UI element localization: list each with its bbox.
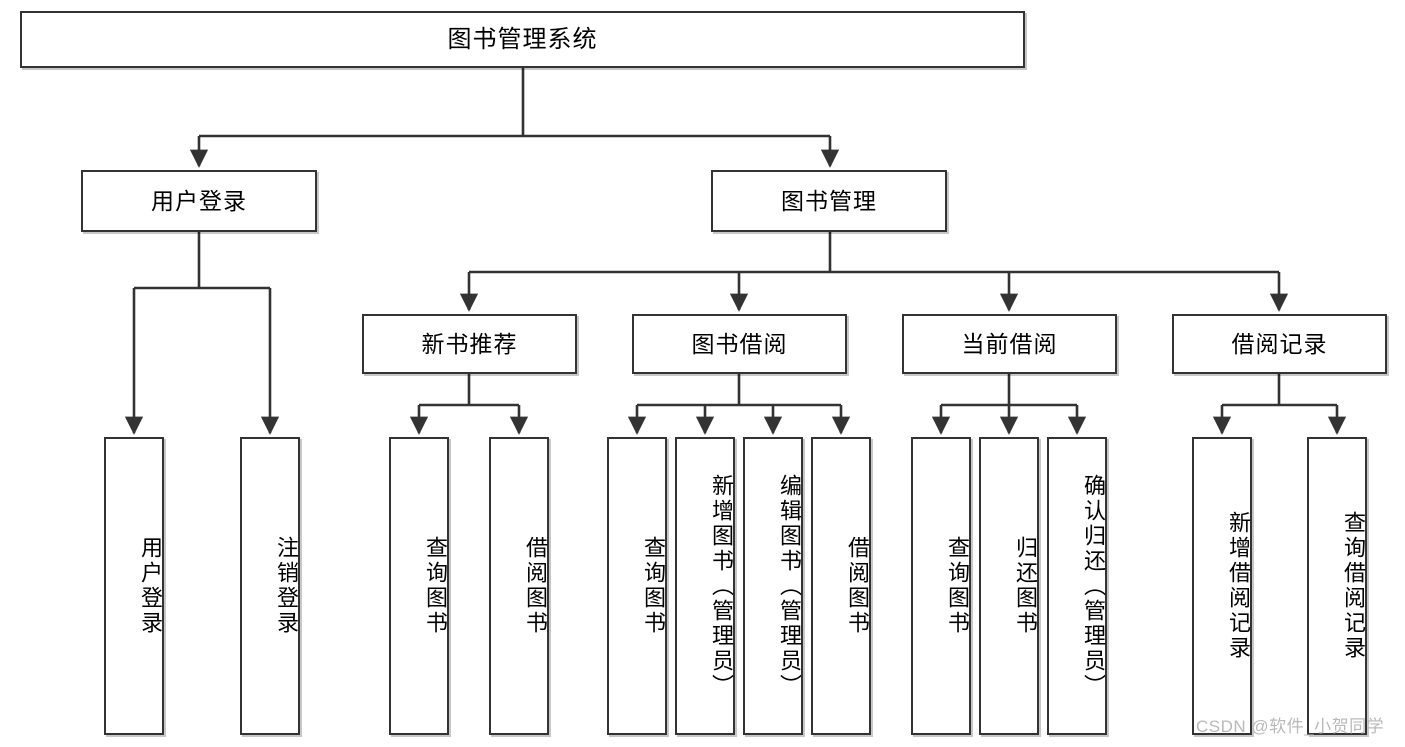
leaf-label: 归还图书 xyxy=(1013,536,1038,636)
node-book-management[interactable]: 图书管理 xyxy=(711,170,947,232)
leaf-current-borrow-query-book[interactable]: 查询图书 xyxy=(911,437,971,735)
leaf-label: 新增借阅记录 xyxy=(1226,511,1251,661)
leaf-label: 注销登录 xyxy=(274,536,299,636)
leaf-label: 确认归还（管理员） xyxy=(1081,473,1106,699)
leaf-new-book-borrow-book[interactable]: 借阅图书 xyxy=(489,437,549,735)
leaf-current-borrow-confirm-return-admin[interactable]: 确认归还（管理员） xyxy=(1047,437,1107,735)
node-root-book-management-system[interactable]: 图书管理系统 xyxy=(20,11,1025,68)
leaf-label: 编辑图书（管理员） xyxy=(777,473,802,699)
node-new-book-recommend[interactable]: 新书推荐 xyxy=(362,314,577,374)
node-book-borrow[interactable]: 图书借阅 xyxy=(632,314,847,374)
leaf-user-login-login[interactable]: 用户登录 xyxy=(104,437,164,735)
node-borrow-record[interactable]: 借阅记录 xyxy=(1172,314,1387,374)
leaf-borrow-record-query-record[interactable]: 查询借阅记录 xyxy=(1307,437,1367,735)
node-current-borrow[interactable]: 当前借阅 xyxy=(902,314,1117,374)
leaf-user-login-logout[interactable]: 注销登录 xyxy=(240,437,300,735)
leaf-label: 借阅图书 xyxy=(523,536,548,636)
leaf-label: 查询图书 xyxy=(641,536,666,636)
node-user-login[interactable]: 用户登录 xyxy=(81,170,317,232)
leaf-borrow-record-add-record[interactable]: 新增借阅记录 xyxy=(1192,437,1252,735)
leaf-borrow-book-add-book-admin[interactable]: 新增图书（管理员） xyxy=(675,437,735,735)
leaf-label: 新增图书（管理员） xyxy=(709,473,734,699)
leaf-borrow-book-borrow-book[interactable]: 借阅图书 xyxy=(811,437,871,735)
leaf-borrow-book-query-book[interactable]: 查询图书 xyxy=(607,437,667,735)
leaf-label: 用户登录 xyxy=(138,536,163,636)
leaf-label: 查询图书 xyxy=(945,536,970,636)
leaf-label: 查询借阅记录 xyxy=(1341,511,1366,661)
leaf-current-borrow-return-book[interactable]: 归还图书 xyxy=(979,437,1039,735)
leaf-borrow-book-edit-book-admin[interactable]: 编辑图书（管理员） xyxy=(743,437,803,735)
leaf-label: 查询图书 xyxy=(423,536,448,636)
leaf-label: 借阅图书 xyxy=(845,536,870,636)
leaf-new-book-query-book[interactable]: 查询图书 xyxy=(389,437,449,735)
